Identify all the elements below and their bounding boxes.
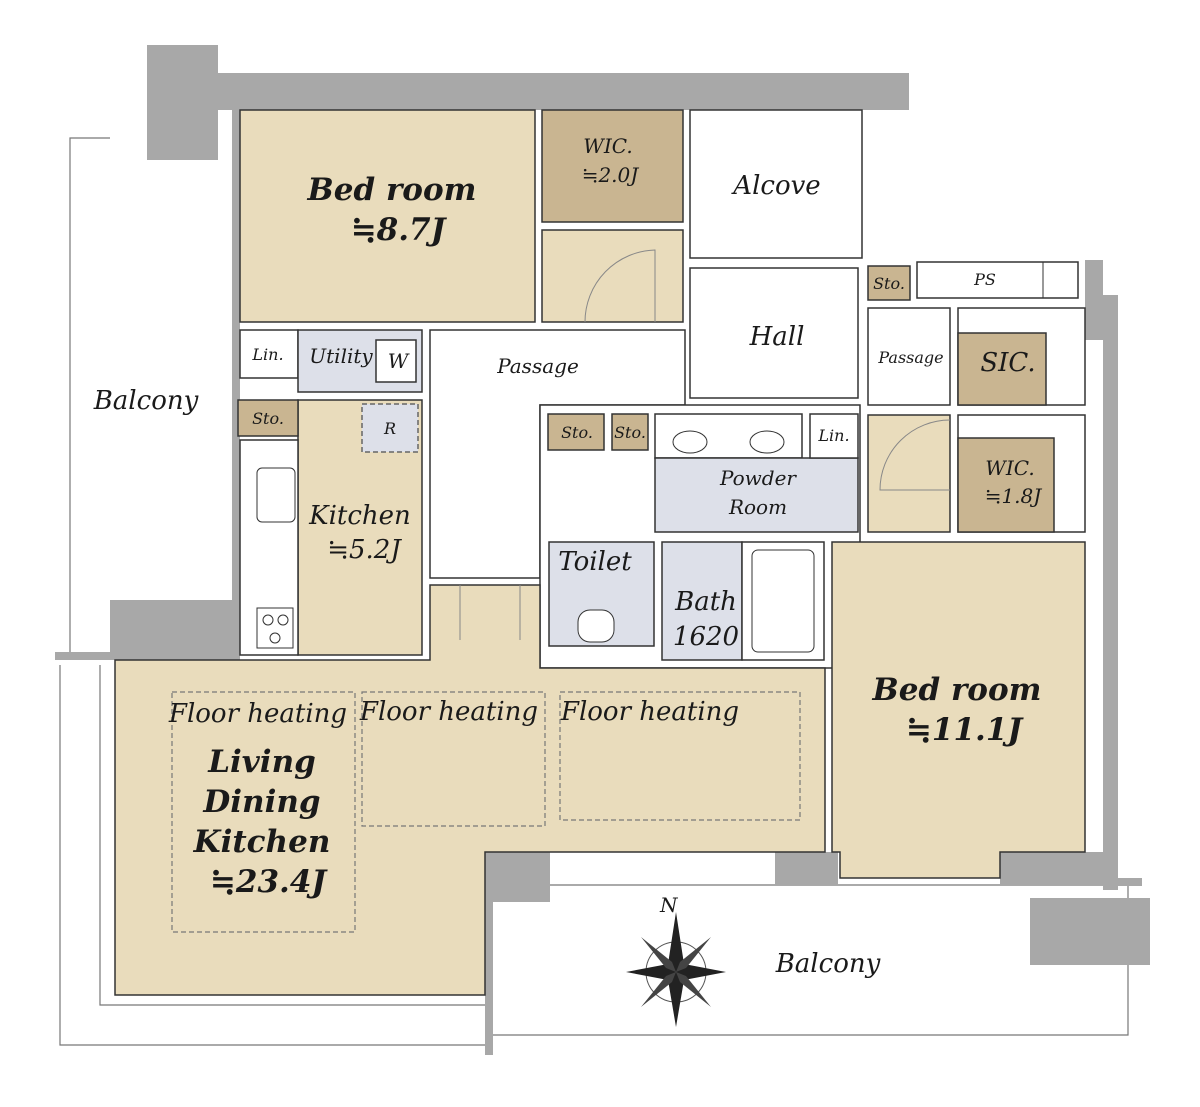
linen-1: Lin. (239, 329, 299, 379)
floor-heating-label: Floor heating (168, 699, 347, 729)
passage-right[interactable]: Passage (867, 307, 951, 406)
bedroom-1-name: Bed room (307, 172, 477, 208)
alcove: Alcove (689, 109, 863, 259)
balcony-left-area (59, 137, 492, 1046)
alcove-label: Alcove (731, 171, 820, 201)
bedroom-2-size: ≒11.1J (906, 712, 1024, 748)
hall[interactable]: Hall (689, 267, 859, 399)
basin-icon (672, 430, 708, 454)
compass-icon: N (626, 893, 726, 1027)
ldk-size: ≒23.4J (210, 864, 328, 900)
ps-label: PS (973, 270, 996, 289)
bath-name: Bath (674, 587, 737, 617)
passage-right-label: Passage (877, 348, 943, 367)
floor-heating-label: Floor heating (359, 697, 538, 727)
wic-2: WIC. ≒1.8J (957, 437, 1055, 533)
balcony-bottom-label: Balcony (775, 949, 881, 979)
sto-b-label: Sto. (614, 423, 646, 442)
powder-line1: Powder (719, 466, 797, 490)
pipe-space: PS (916, 261, 1079, 299)
door-arc (879, 419, 951, 491)
kitchen[interactable]: R Kitchen ≒5.2J (239, 399, 423, 656)
wic-1-name: WIC. (583, 134, 632, 158)
storage-b: Sto. (611, 413, 649, 451)
sto-kitchen-label: Sto. (252, 409, 284, 428)
floor-heating-zone (361, 691, 546, 827)
ldk-line2: Dining (202, 784, 320, 820)
linen-2: Lin. (809, 413, 859, 459)
closet (541, 229, 684, 323)
lin-1-label: Lin. (251, 345, 283, 364)
bath[interactable]: Bath 1620 (661, 541, 825, 661)
ldk-line3: Kitchen (193, 824, 331, 860)
storage-a: Sto. (547, 413, 605, 451)
hall-label: Hall (749, 322, 805, 352)
fridge (361, 403, 419, 453)
bedroom-1-size: ≒8.7J (351, 212, 448, 248)
sic: SIC. (957, 332, 1047, 406)
basin-icon (749, 430, 785, 454)
door-marks (459, 585, 521, 640)
bedroom-2-name: Bed room (872, 672, 1042, 708)
bedroom-2[interactable]: Bed room ≒11.1J (831, 541, 1086, 879)
utility-label: Utility (309, 344, 373, 368)
ldk-line1: Living (207, 744, 316, 780)
wic-1[interactable]: WIC. ≒2.0J (541, 109, 684, 223)
washer-label: W (388, 349, 410, 373)
sink-icon (256, 467, 296, 523)
floor-heating-label: Floor heating (560, 697, 739, 727)
storage-kitchen: Sto. (237, 399, 299, 437)
stove-icon (256, 607, 294, 649)
floor-heating-zone (171, 691, 356, 933)
passage-label: Passage (496, 354, 579, 378)
sto-ps-label: Sto. (873, 274, 905, 293)
toilet[interactable]: Toilet (548, 541, 655, 647)
wic-2-name: WIC. (985, 456, 1034, 480)
lin-2-label: Lin. (817, 426, 849, 445)
sic-label: SIC. (980, 348, 1035, 378)
utility[interactable]: Utility W (297, 329, 423, 393)
compass-north-label: N (659, 893, 679, 917)
toilet-icon (577, 609, 615, 643)
powder-line2: Room (728, 495, 787, 519)
sto-a-label: Sto. (561, 423, 593, 442)
kitchen-size: ≒5.2J (327, 535, 402, 565)
bath-size: 1620 (673, 622, 739, 652)
door-arc (584, 249, 656, 323)
bedroom-1[interactable]: Bed room ≒8.7J (239, 109, 536, 323)
balcony-left-label: Balcony (93, 386, 199, 416)
washer (375, 339, 417, 383)
wic-2-size: ≒1.8J (985, 484, 1043, 508)
living-dining-kitchen[interactable]: Floor heating Floor heating Floor heatin… (114, 584, 826, 996)
fridge-label: R (383, 419, 396, 438)
kitchen-name: Kitchen (308, 501, 411, 531)
toilet-label: Toilet (558, 547, 632, 577)
storage-ps: Sto. (867, 265, 911, 301)
bathtub-icon (751, 549, 815, 653)
powder-room[interactable]: Powder Room (654, 413, 859, 533)
floor-heating-zone (559, 691, 801, 821)
wic-1-size: ≒2.0J (582, 163, 640, 187)
